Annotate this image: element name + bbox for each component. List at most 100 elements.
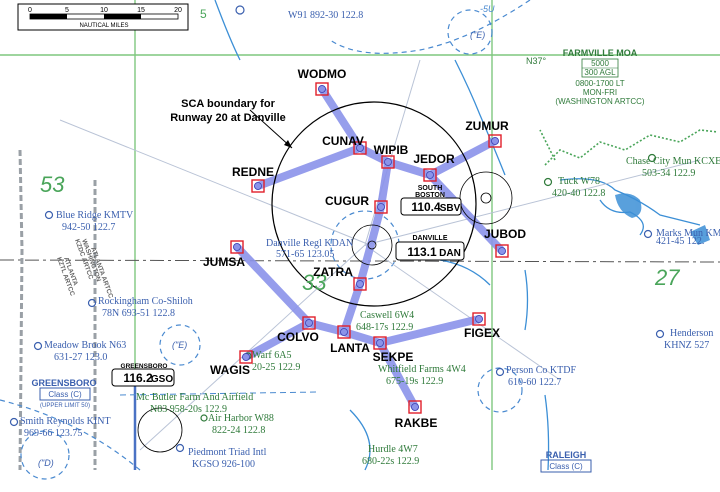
gso-vor-box: GREENSBORO 116.2 GSO xyxy=(111,363,175,387)
airport-info: 420-40 122.8 xyxy=(552,188,605,199)
fix-label: RAKBE xyxy=(395,416,438,430)
moa-alt-top: 5000 xyxy=(591,59,609,68)
moa-alt-bottom: 300 AGL xyxy=(584,68,616,77)
fix-symbol xyxy=(377,203,385,211)
sca-note-line1: SCA boundary for xyxy=(181,98,275,110)
fix-symbol xyxy=(475,315,483,323)
fix-box xyxy=(408,400,422,414)
fix-label: SEKPE xyxy=(373,350,414,364)
airport-name: Rockingham Co-Shiloh xyxy=(98,296,193,307)
scale-tick: 15 xyxy=(137,7,145,14)
airport-name: Warf 6A5 xyxy=(252,350,291,361)
airway-lines xyxy=(59,59,701,451)
fix-label: ZATRA xyxy=(313,265,353,279)
fix-symbol xyxy=(254,182,262,190)
fix-label: WAGIS xyxy=(210,363,250,377)
fix-label: ZUMUR xyxy=(465,119,509,133)
lat-label: N37° xyxy=(526,56,547,66)
fix-label: JUBOD xyxy=(484,227,526,241)
class-d-label: ("D) xyxy=(38,458,54,468)
route-seg xyxy=(318,85,364,152)
fix-zumur: ZUMUR xyxy=(465,119,509,148)
fix-symbol xyxy=(242,353,250,361)
fix-symbol xyxy=(318,85,326,93)
fix-jumsa: JUMSA xyxy=(203,240,245,269)
route-seg xyxy=(356,144,392,166)
class-c-name: RALEIGH xyxy=(546,450,587,460)
fix-zatra: ZATRA xyxy=(313,265,367,291)
airport-info: 20-25 122.9 xyxy=(252,362,300,373)
airport-name: Smith Reynolds KINT xyxy=(20,416,111,427)
fix-symbol xyxy=(340,328,348,336)
airport-name: Tuck W78 xyxy=(558,176,600,187)
fix-box xyxy=(495,244,509,258)
fix-jubod: JUBOD xyxy=(484,227,526,258)
sca-note-arrow xyxy=(249,109,293,149)
route-seg xyxy=(242,319,313,361)
fix-label: LANTA xyxy=(330,341,370,355)
airport-info: 942-50 122.7 xyxy=(62,222,115,233)
class-c-class: Class (C) xyxy=(549,462,583,471)
scale-tick: 10 xyxy=(100,7,108,14)
moa-boundary xyxy=(539,129,719,166)
moa-label: FARMVILLE MOA 5000 300 AGL 0800-1700 LT … xyxy=(555,48,645,106)
grid-number: 27 xyxy=(654,265,680,290)
airport-info: 503-34 122.9 xyxy=(642,168,695,179)
dan-compass-rose xyxy=(351,224,393,266)
fix-label: CUNAV xyxy=(322,134,364,148)
vor-freq: 113.1 xyxy=(407,245,437,259)
class-e-label: ("E) xyxy=(470,30,485,40)
fix-symbol xyxy=(384,158,392,166)
fix-box xyxy=(353,277,367,291)
fix-colvo: COLVO xyxy=(277,316,319,344)
vor-name: GREENSBORO xyxy=(121,363,168,370)
fix-box xyxy=(337,325,351,339)
airport-name: Mc Butler Farm And Airfield xyxy=(136,392,253,403)
vor-freq: 116.2 xyxy=(123,371,153,385)
class-c-class: Class (C) xyxy=(48,390,82,399)
route-seg xyxy=(233,243,313,327)
raleigh-class-c: RALEIGH Class (C) xyxy=(540,450,592,473)
fix-box xyxy=(315,82,329,96)
vor-name: SOUTH xyxy=(418,185,443,192)
sbv-compass-rose xyxy=(459,171,513,225)
fix-symbol xyxy=(498,247,506,255)
airport-info: 631-27 123.0 xyxy=(54,352,107,363)
fix-figex: FIGEX xyxy=(464,312,500,340)
fix-symbol xyxy=(356,144,364,152)
fix-wodmo: WODMO xyxy=(298,67,346,96)
fix-box xyxy=(423,168,437,182)
scale-bar: 0 5 10 15 20 NAUTICAL MILES xyxy=(17,3,189,31)
moa-agency: (WASHINGTON ARTCC) xyxy=(555,97,645,106)
vor-name: BOSTON xyxy=(415,192,445,199)
grid-number: 33 xyxy=(302,270,327,295)
fix-symbol xyxy=(491,137,499,145)
class-c-limit: (UPPER LIMIT 50) xyxy=(40,403,90,409)
gso-compass-rose xyxy=(137,407,183,453)
airport-info: 421-45 122. xyxy=(656,236,704,247)
airport-info: W91 892-30 122.8 xyxy=(288,10,363,21)
route-seg xyxy=(376,315,483,347)
fix-box xyxy=(353,141,367,155)
airport-info: 675-19s 122.9 xyxy=(386,376,443,387)
sca-boundary-circle xyxy=(271,101,477,307)
vor-name: DANVILLE xyxy=(413,235,448,242)
scale-tick: 0 xyxy=(28,7,32,14)
sca-note-arrowhead xyxy=(284,140,292,148)
airport-name: Person Co KTDF xyxy=(506,365,576,376)
grid-number: 5 xyxy=(200,7,207,21)
fix-box xyxy=(251,179,265,193)
airport-name: Chase City Mun KCXE xyxy=(626,156,720,167)
vor-id: SBV xyxy=(440,203,461,214)
sbv-vor-box: SOUTH BOSTON 110.4 SBV xyxy=(400,185,462,216)
vor-freq: 110.4 xyxy=(411,200,441,214)
airport-name: Danville Regl KDAN xyxy=(266,238,353,249)
airport-labels: W91 892-30 122.8 Blue Ridge KMTV 942-50 … xyxy=(20,10,720,470)
fix-sekpe: SEKPE xyxy=(373,336,414,364)
moa-days: MON-FRI xyxy=(583,88,617,97)
sca-note-line2: Runway 20 at Danville xyxy=(170,112,286,124)
route-seg xyxy=(340,280,364,336)
airport-info: KGSO 926-100 xyxy=(192,459,255,470)
airport-name: Air Harbor W88 xyxy=(208,413,274,424)
